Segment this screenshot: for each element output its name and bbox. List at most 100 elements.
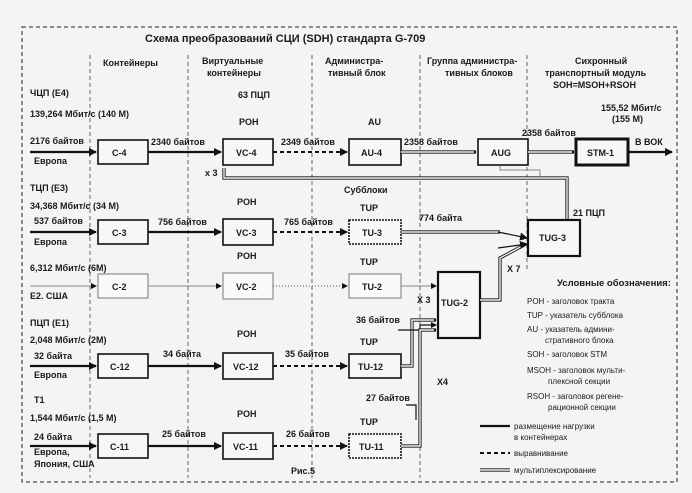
legend-item: SOH - заголовок STM bbox=[527, 350, 607, 359]
legend-item: плексной секции bbox=[548, 377, 610, 386]
box-c12-label: C-12 bbox=[110, 362, 130, 372]
legend-item: MSOH - заголовок мульти- bbox=[527, 366, 626, 375]
box-c2-label: C-2 bbox=[112, 282, 127, 292]
e4-rate: 139,264 Мбит/с (140 М) bbox=[30, 109, 129, 119]
box-vc2-label: VC-2 bbox=[236, 282, 257, 292]
e4-au-label: AU bbox=[368, 117, 381, 127]
t1-c-bytes: 25 байтов bbox=[162, 429, 206, 439]
legend-title: Условные обозначения: bbox=[557, 278, 671, 289]
t1-bytes: 24 байта bbox=[34, 432, 73, 442]
header-sync-2: транспортный модуль bbox=[545, 68, 647, 78]
box-vc12-label: VC-12 bbox=[233, 362, 259, 372]
legend-item: POH - заголовок тракта bbox=[527, 297, 615, 306]
box-tu12-label: TU-12 bbox=[358, 362, 383, 372]
e2-tu-label: TUP bbox=[360, 257, 378, 267]
box-tu3[interactable] bbox=[348, 219, 402, 245]
e3-tu-bytes: 774 байта bbox=[419, 213, 463, 223]
header-sync-1: Сихронный bbox=[575, 56, 627, 66]
t1-poh: POH bbox=[237, 409, 257, 419]
e1-bytes: 32 байта bbox=[34, 351, 73, 361]
legend-dash-label: выравнивание bbox=[514, 449, 569, 458]
box-tug3[interactable] bbox=[526, 218, 582, 258]
header-admin-2: тивный блок bbox=[328, 68, 386, 78]
e1-poh: POH bbox=[237, 329, 257, 339]
diagram-title: Схема преобразований СЦИ (SDH) стандарта… bbox=[145, 33, 425, 45]
box-vc11[interactable] bbox=[222, 432, 274, 460]
e3-pcp: 21 ПЦП bbox=[573, 208, 605, 218]
stm-rate: 155,52 Мбит/с bbox=[601, 103, 662, 113]
e4-name: ЧЦП (Е4) bbox=[30, 88, 69, 98]
box-stm1-label: STM-1 bbox=[587, 148, 614, 158]
box-tu3-label: TU-3 bbox=[362, 228, 382, 238]
legend-item: AU - указатель админи- bbox=[527, 325, 615, 334]
legend-item: стративного блока bbox=[545, 336, 614, 345]
legend-mux-label: мультиплексирование bbox=[514, 466, 597, 475]
header-group-2: тивных блоков bbox=[445, 68, 513, 78]
t1-tu-bytes: 27 байтов bbox=[366, 393, 410, 403]
box-c3-label: C-3 bbox=[112, 228, 127, 238]
e4-c-bytes: 2340 байтов bbox=[151, 137, 205, 147]
e1-tu-tug2-mux-inner bbox=[401, 319, 434, 367]
e4-vc-bytes: 2349 байтов bbox=[281, 137, 335, 147]
e4-aug-bytes: 2358 байтов bbox=[522, 128, 576, 138]
tug3-to-aug-mux-inner bbox=[223, 168, 568, 232]
e1-vc-bytes: 35 байтов bbox=[285, 349, 329, 359]
box-vc4-label: VC-4 bbox=[236, 148, 257, 158]
e3-x7: X 7 bbox=[507, 264, 521, 274]
t1-vc-bytes: 26 байтов bbox=[286, 429, 330, 439]
tug2-to-tug3-mux-inner bbox=[480, 244, 525, 301]
e2-poh: POH bbox=[237, 251, 257, 261]
box-aug-label: AUG bbox=[491, 148, 511, 158]
box-c11[interactable] bbox=[97, 433, 149, 459]
stm-out-label: В ВОК bbox=[635, 137, 663, 147]
t1-tu-tug2-mux bbox=[401, 328, 436, 448]
t1-name: Т1 bbox=[34, 395, 45, 405]
e1-rate: 2,048 Мбит/с (2М) bbox=[30, 335, 107, 345]
box-vc2[interactable] bbox=[222, 272, 274, 300]
t1-region-1: Европа, bbox=[34, 447, 69, 457]
header-admin-1: Администра- bbox=[325, 56, 383, 66]
stm-rate-2: (155 М) bbox=[612, 114, 643, 124]
e3-tug3-arrow bbox=[497, 231, 528, 241]
header-sync-3: SOH=MSOH+RSOH bbox=[553, 80, 636, 90]
e4-region: Европа bbox=[34, 156, 68, 166]
e3-rate: 34,368 Мбит/с (34 М) bbox=[30, 201, 119, 211]
box-c12[interactable] bbox=[97, 353, 149, 379]
box-tug2[interactable] bbox=[436, 270, 482, 340]
box-vc4[interactable] bbox=[222, 138, 274, 166]
header-virtual-1: Виртуальные bbox=[202, 56, 263, 66]
box-vc3[interactable] bbox=[222, 218, 274, 246]
e4-au-bytes: 2358 байтов bbox=[404, 137, 458, 147]
e1-region: Европа bbox=[34, 370, 68, 380]
t1-region-2: Япония, США bbox=[34, 459, 95, 469]
box-au4[interactable] bbox=[348, 138, 402, 166]
t1-tu-tug2-mux-inner bbox=[401, 329, 434, 447]
box-tug3-label: TUG-3 bbox=[539, 233, 566, 243]
t1-rate: 1,544 Мбит/с (1,5 М) bbox=[30, 413, 117, 423]
e3-c-bytes: 756 байтов bbox=[158, 217, 207, 227]
box-tug2-label: TUG-2 bbox=[441, 298, 468, 308]
e3-bytes: 537 байтов bbox=[34, 216, 83, 226]
t1-bytes-link bbox=[406, 404, 417, 420]
e3-vc-bytes: 765 байтов bbox=[284, 217, 333, 227]
e2-rate: 6,312 Мбит/с (6М) bbox=[30, 263, 107, 273]
legend-item: TUP - указатель субблока bbox=[527, 311, 624, 320]
e3-poh: POH bbox=[237, 197, 257, 207]
box-tu11[interactable] bbox=[348, 433, 402, 459]
e1-name: ПЦП (Е1) bbox=[30, 318, 69, 328]
box-tu12[interactable] bbox=[348, 353, 402, 379]
legend-solid-label-1: размещение нагрузки bbox=[514, 422, 595, 431]
e3-name: ТЦП (Е3) bbox=[30, 183, 68, 193]
box-tu2[interactable] bbox=[348, 273, 402, 299]
e2-x3: X 3 bbox=[417, 295, 431, 305]
e4-bytes: 2176 байтов bbox=[30, 136, 84, 146]
x3-aug-link bbox=[499, 166, 541, 178]
box-vc3-label: VC-3 bbox=[236, 228, 257, 238]
box-tu11-label: TU-11 bbox=[359, 442, 384, 452]
e4-x3: x 3 bbox=[205, 168, 218, 178]
box-c11-label: C-11 bbox=[110, 442, 129, 452]
box-c4-label: C-4 bbox=[112, 148, 127, 158]
box-c2[interactable] bbox=[97, 273, 149, 299]
